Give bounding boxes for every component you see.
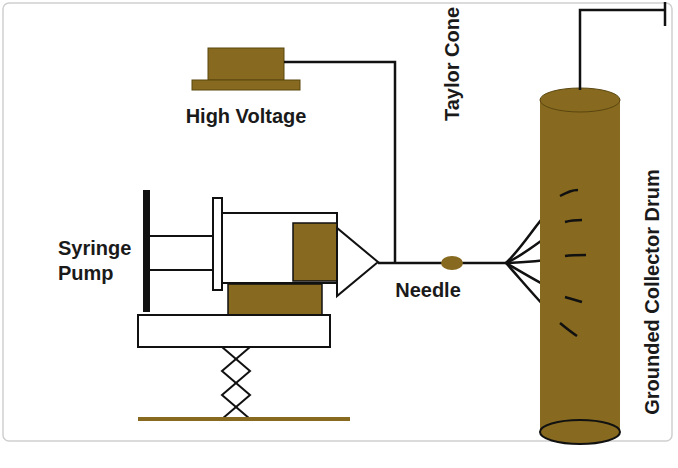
needle-label: Needle: [395, 278, 461, 303]
collector-label: Grounded Collector Drum: [640, 169, 665, 415]
taylor-cone-label: Taylor Cone: [440, 7, 465, 121]
power-supply-label: High Voltage: [186, 104, 307, 129]
pump-label: Syringe Pump: [58, 236, 142, 286]
